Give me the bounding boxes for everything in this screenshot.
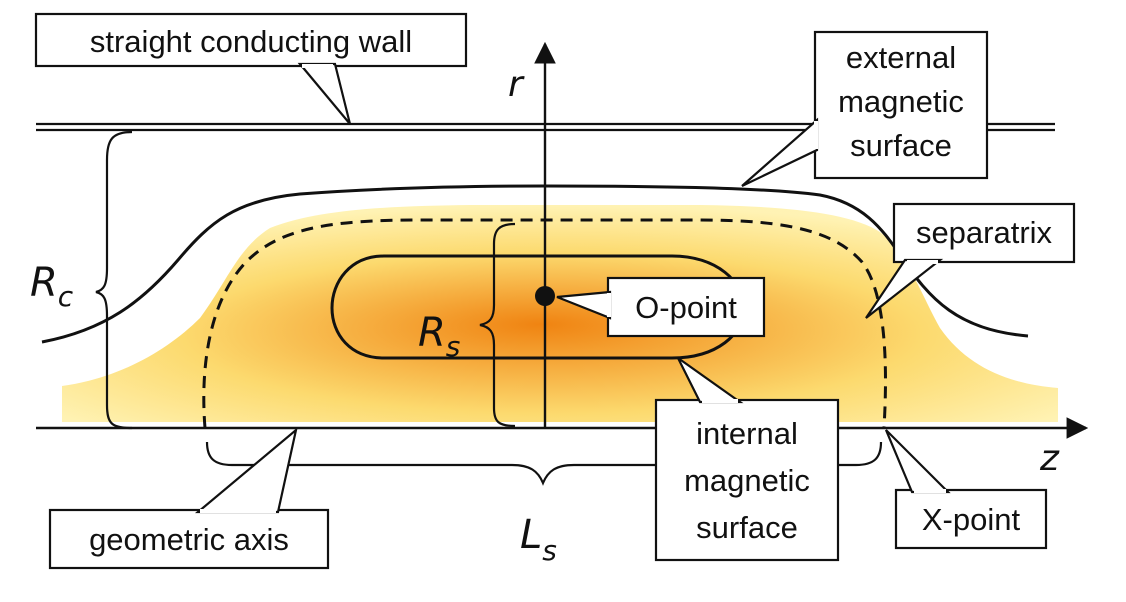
internal-label-3: surface (696, 510, 798, 545)
external-label-2: magnetic (838, 84, 964, 119)
separatrix-label: separatrix (916, 215, 1053, 250)
wall-callout: straight conducting wall (34, 12, 468, 125)
ls-brace (205, 441, 883, 486)
separatrix-callout: separatrix (865, 202, 1076, 319)
rc-brace (95, 130, 133, 430)
z-axis-label: z (1039, 438, 1060, 479)
external-label-3: surface (850, 128, 952, 163)
rc-label: Rc (30, 260, 74, 313)
o-point-label: O-point (635, 290, 737, 325)
x-point-label: X-point (922, 502, 1021, 537)
separatrix (202, 218, 887, 429)
geometric-axis-label: geometric axis (89, 522, 289, 557)
ls-label: Ls (520, 512, 557, 567)
internal-label-1: internal (696, 416, 798, 451)
r-axis-label: r (508, 64, 525, 105)
external-label-1: external (846, 40, 956, 75)
external-callout: external magnetic surface (741, 30, 989, 187)
plasma-glow (62, 205, 1058, 422)
rs-label: Rs (418, 310, 460, 363)
internal-label-2: magnetic (684, 463, 810, 498)
o-point-dot (535, 286, 555, 306)
wall-label: straight conducting wall (90, 24, 412, 59)
x-point-callout: X-point (884, 429, 1048, 550)
o-point-callout: O-point (556, 276, 766, 338)
geometric-axis-callout: geometric axis (48, 427, 330, 570)
internal-callout: internal magnetic surface (654, 357, 840, 562)
rs-brace (479, 222, 516, 428)
